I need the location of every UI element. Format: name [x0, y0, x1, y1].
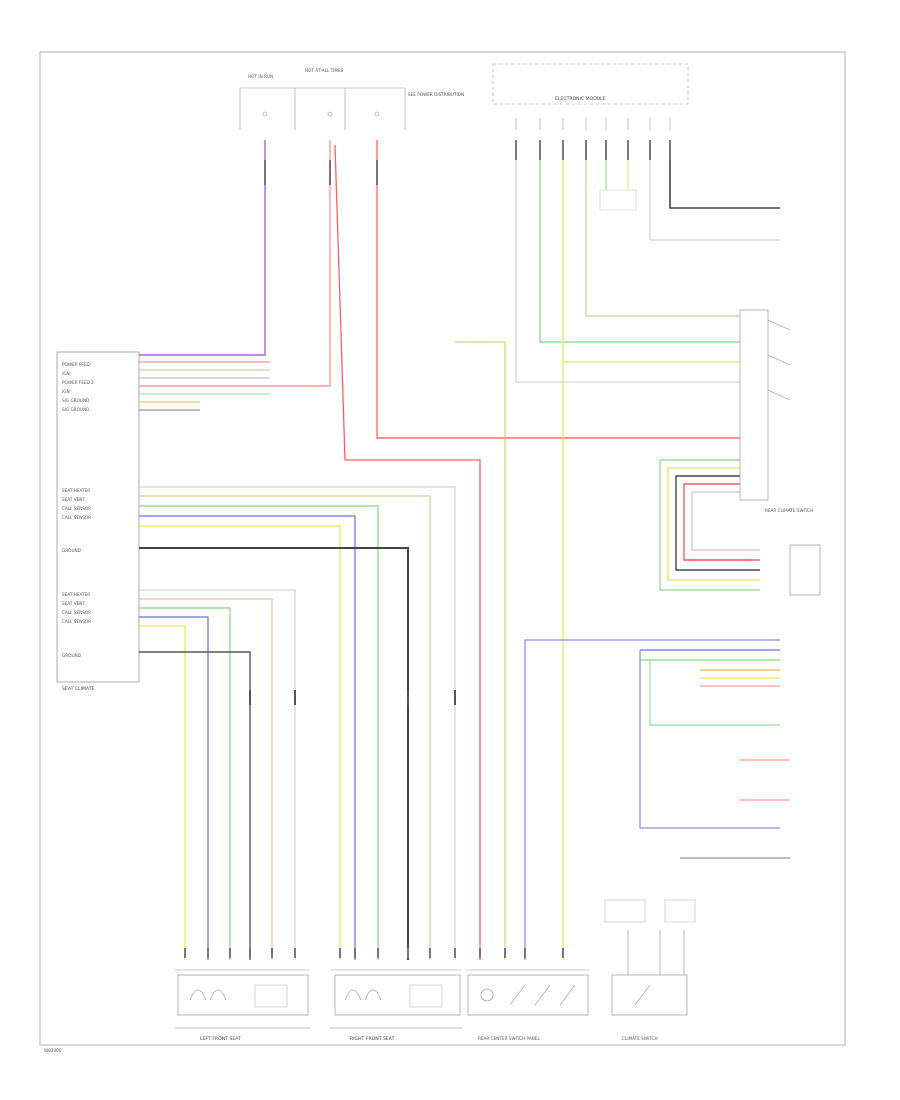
- wire-rs-red: [683, 483, 760, 561]
- electronic-module: ELECTRONIC MODULE: [492, 63, 689, 211]
- ecu-pin-left-vent: SEAT VENT: [62, 497, 85, 502]
- wire-red-long: [334, 144, 481, 960]
- climate-switch-bottom-label: CLIMATE SWITCH: [622, 1036, 658, 1041]
- ecu-pin-right-heater: SEAT HEATER: [62, 592, 90, 597]
- mid-connector-ticks: [249, 690, 456, 705]
- wire-em-tan: [585, 140, 740, 317]
- ecu-pin-4: IGN: [62, 389, 70, 394]
- wire-ground-2: [139, 651, 251, 960]
- electronic-module-label: ELECTRONIC MODULE: [555, 96, 606, 102]
- wire-right-yellow: [139, 625, 186, 960]
- ecu-pin-left-call2: CALL SENSOR: [62, 515, 91, 520]
- ecu-pin-1: POWER FEED: [62, 362, 90, 367]
- diagram-frame: [39, 51, 846, 1046]
- wire-violet-feed: [139, 140, 266, 356]
- wire-left-blue: [139, 515, 356, 960]
- rear-center-switch-panel: [465, 969, 590, 1016]
- wire-left-grey-1: [139, 486, 456, 960]
- diagram-code: W83000: [44, 1048, 62, 1053]
- wire-em-green: [539, 140, 740, 343]
- top-left-supply-label: HOT IN RUN: [248, 74, 273, 79]
- wire-left-tan: [139, 495, 431, 960]
- ecu-pin-right-vent: SEAT VENT: [62, 601, 85, 606]
- ecu-pin-6: SIG GROUND: [62, 407, 89, 412]
- wire-br-grey: [639, 650, 780, 829]
- seat-climate-module: SEAT CLIMATE POWER FEED IGN POWER FEED 2…: [56, 351, 140, 692]
- left-front-seat-label: LEFT FRONT SEAT: [200, 1036, 241, 1042]
- ecu-pin-right-call1: CALL SENSOR: [62, 610, 91, 615]
- right-front-seat-label: RIGHT FRONT SEAT: [350, 1036, 395, 1042]
- wire-em-grey2: [649, 140, 780, 241]
- wire-red-feed-2: [376, 140, 740, 439]
- ecu-pin-3: POWER FEED 2: [62, 380, 94, 385]
- wire-right-green: [139, 607, 231, 960]
- bottom-connector-ticks: [184, 948, 564, 958]
- wire-left-yellow: [139, 525, 341, 960]
- wire-rs-black: [675, 475, 760, 571]
- wire-em-grey: [515, 140, 740, 383]
- ecu-label: SEAT CLIMATE: [62, 686, 95, 692]
- wire-right-grey: [139, 589, 296, 960]
- rear-climate-switch: [739, 309, 821, 596]
- wire-right-blue: [139, 616, 209, 960]
- top-connector-ticks: [264, 140, 671, 185]
- rear-climate-switch-label: REAR CLIMATE SWITCH: [765, 508, 813, 513]
- ecu-pin-right-call2: CALL SENSOR: [62, 619, 91, 624]
- left-front-seat: [175, 969, 310, 1029]
- wire-rs-grey: [691, 491, 760, 551]
- fuse-area-top: [239, 87, 406, 130]
- ecu-pin-2: IGN: [62, 371, 70, 376]
- right-front-seat: [330, 969, 462, 1029]
- wire-right-tan: [139, 598, 273, 960]
- ecu-pin-left-heater: SEAT HEATER: [62, 488, 90, 493]
- ecu-pin-ground2: GROUND: [62, 653, 81, 658]
- wire-olive: [455, 341, 506, 960]
- wire-em-black: [669, 140, 780, 209]
- wire-blue-long: [524, 639, 780, 960]
- wire-ground-black: [139, 547, 409, 960]
- wires: [139, 140, 790, 960]
- ecu-pin-ground1: GROUND: [62, 548, 81, 553]
- rear-center-switch-label: REAR CENTER SWITCH PANEL: [478, 1036, 540, 1041]
- top-mid-supply-label: HOT AT ALL TIMES: [305, 68, 344, 73]
- wire-rs-green: [659, 459, 760, 591]
- ecu-pin-5: SIG GROUND: [62, 398, 89, 403]
- wire-br-green-2: [649, 660, 780, 726]
- wire-red-feed-1: [139, 140, 331, 387]
- fuse-note-label: SEE POWER DISTRIBUTION: [408, 92, 464, 97]
- wire-rs-yellow: [667, 467, 760, 581]
- ecu-pin-left-call1: CALL SENSOR: [62, 506, 91, 511]
- wire-em-yellow: [562, 140, 740, 363]
- climate-switch-bottom: [604, 899, 696, 1016]
- wire-left-green: [139, 505, 379, 960]
